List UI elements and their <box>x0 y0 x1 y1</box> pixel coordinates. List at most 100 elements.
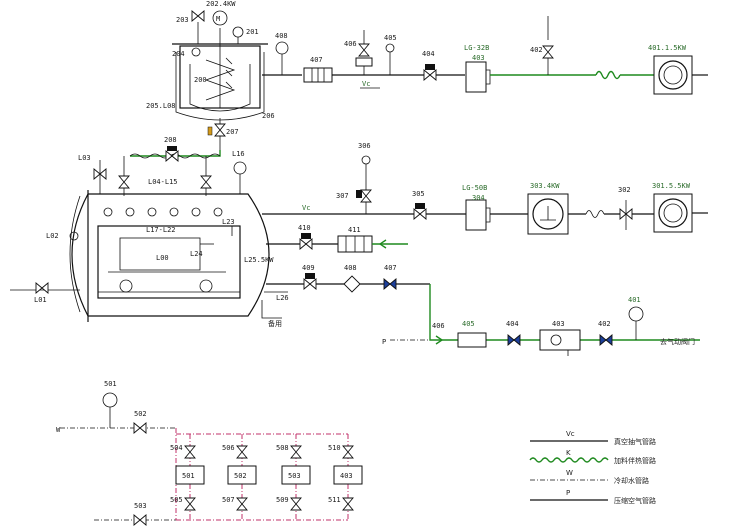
heater-row <box>103 207 223 217</box>
regulator-403 <box>539 329 581 351</box>
valve-407[interactable] <box>383 278 397 290</box>
valve-409[interactable] <box>303 278 317 290</box>
legend-text-0: 真空抽气管路 <box>614 437 656 446</box>
label-w-line: W <box>56 426 61 434</box>
label-201: 201 <box>246 28 259 36</box>
label-row_bot-0: 505 <box>170 496 183 504</box>
separator-403 <box>465 61 487 93</box>
valve-510[interactable] <box>342 445 354 459</box>
label-402: 402 <box>530 46 543 54</box>
valve-l04[interactable] <box>118 175 130 189</box>
label-406b: 406 <box>432 322 445 330</box>
gauge-l16-icon <box>233 161 247 175</box>
valve-l15[interactable] <box>200 175 212 189</box>
label-vc-top: Vc <box>362 80 370 88</box>
label-501: 501 <box>104 380 117 388</box>
label-407: 407 <box>310 56 323 64</box>
gauge-408-icon <box>275 41 289 55</box>
label-302: 302 <box>618 186 631 194</box>
valve-507[interactable] <box>236 497 248 511</box>
valve-402b[interactable] <box>599 334 613 346</box>
label-205: 205.L08 <box>146 102 176 110</box>
label-404b: 404 <box>506 320 519 328</box>
label-401: 401.1.5KW <box>648 44 687 52</box>
filter-408 <box>343 275 361 293</box>
filter-405 <box>457 332 487 348</box>
top-vacuum-line <box>262 16 708 95</box>
unit-502 <box>227 465 257 485</box>
label-405b: 405 <box>462 320 475 328</box>
label-row_bot-3: 511 <box>328 496 341 504</box>
valve-l01[interactable] <box>35 282 49 294</box>
valve-404b[interactable] <box>507 334 521 346</box>
label-305: 305 <box>412 190 425 198</box>
label-row_bot-2: 509 <box>276 496 289 504</box>
label-l24: L24 <box>190 250 203 258</box>
air-line <box>266 273 700 356</box>
valve-410[interactable] <box>299 238 313 250</box>
pump-401 <box>653 55 693 95</box>
label-303: 303.4KW <box>530 182 560 190</box>
tank-vacuum-line <box>262 155 708 235</box>
label-406: 406 <box>344 40 357 48</box>
valve-503[interactable] <box>133 514 147 526</box>
valve-305[interactable] <box>413 208 427 220</box>
valve-509[interactable] <box>290 497 302 511</box>
label-408: 408 <box>275 32 288 40</box>
label-502: 502 <box>134 410 147 418</box>
valve-504[interactable] <box>184 445 196 459</box>
label-row_box-2: 503 <box>288 472 301 480</box>
valve-307[interactable] <box>360 189 372 203</box>
valve-404[interactable] <box>423 69 437 81</box>
legend-symbol-2: W <box>566 469 573 477</box>
label-200: 200 <box>194 76 207 84</box>
label-206: 206 <box>262 112 275 120</box>
valve-505[interactable] <box>184 497 196 511</box>
label-409: 409 <box>302 264 315 272</box>
label-l16: L16 <box>232 150 245 158</box>
label-l23: L23 <box>222 218 235 226</box>
legend-symbol-3: P <box>566 489 570 497</box>
label-401b: 401 <box>628 296 641 304</box>
valve-508[interactable] <box>290 445 302 459</box>
reactor-vessel: M <box>172 10 268 150</box>
main-tank <box>10 161 288 322</box>
separator-304 <box>465 199 487 231</box>
label-202: 202.4KW <box>206 0 236 8</box>
label-307: 307 <box>336 192 349 200</box>
legend-text-3: 压缩空气管路 <box>614 496 656 505</box>
gauge-401-icon <box>628 306 644 322</box>
legend-text-2: 冷却水管路 <box>614 476 649 485</box>
label-row_top-0: 504 <box>170 444 183 452</box>
label-l04: L04-L15 <box>148 178 178 186</box>
label-402b: 402 <box>598 320 611 328</box>
label-207: 207 <box>226 128 239 136</box>
label-410: 410 <box>298 224 311 232</box>
valve-402[interactable] <box>542 45 554 59</box>
valve-511[interactable] <box>342 497 354 511</box>
unit-501 <box>175 465 205 485</box>
label-411: 411 <box>348 226 361 234</box>
label-lg32b: LG-32B <box>464 44 489 52</box>
return-line <box>266 233 408 253</box>
legend-symbol-1: K <box>566 449 571 457</box>
label-row_bot-1: 507 <box>222 496 235 504</box>
gauge-501-icon <box>102 392 118 408</box>
label-403: 403 <box>472 54 485 62</box>
valve-208[interactable] <box>165 150 179 162</box>
label-lg50b: LG-50B <box>462 184 487 192</box>
unit-503 <box>281 465 311 485</box>
gauge-icon <box>232 26 244 38</box>
label-to-air: 去气动阀门 <box>660 337 695 346</box>
valve-203[interactable] <box>191 10 205 22</box>
cooling-water-section <box>60 392 363 526</box>
valve-506[interactable] <box>236 445 248 459</box>
valve-406[interactable] <box>358 43 370 57</box>
valve-502[interactable] <box>133 422 147 434</box>
valve-207[interactable] <box>214 123 226 137</box>
label-l02: L02 <box>46 232 59 240</box>
label-row_box-1: 502 <box>234 472 247 480</box>
